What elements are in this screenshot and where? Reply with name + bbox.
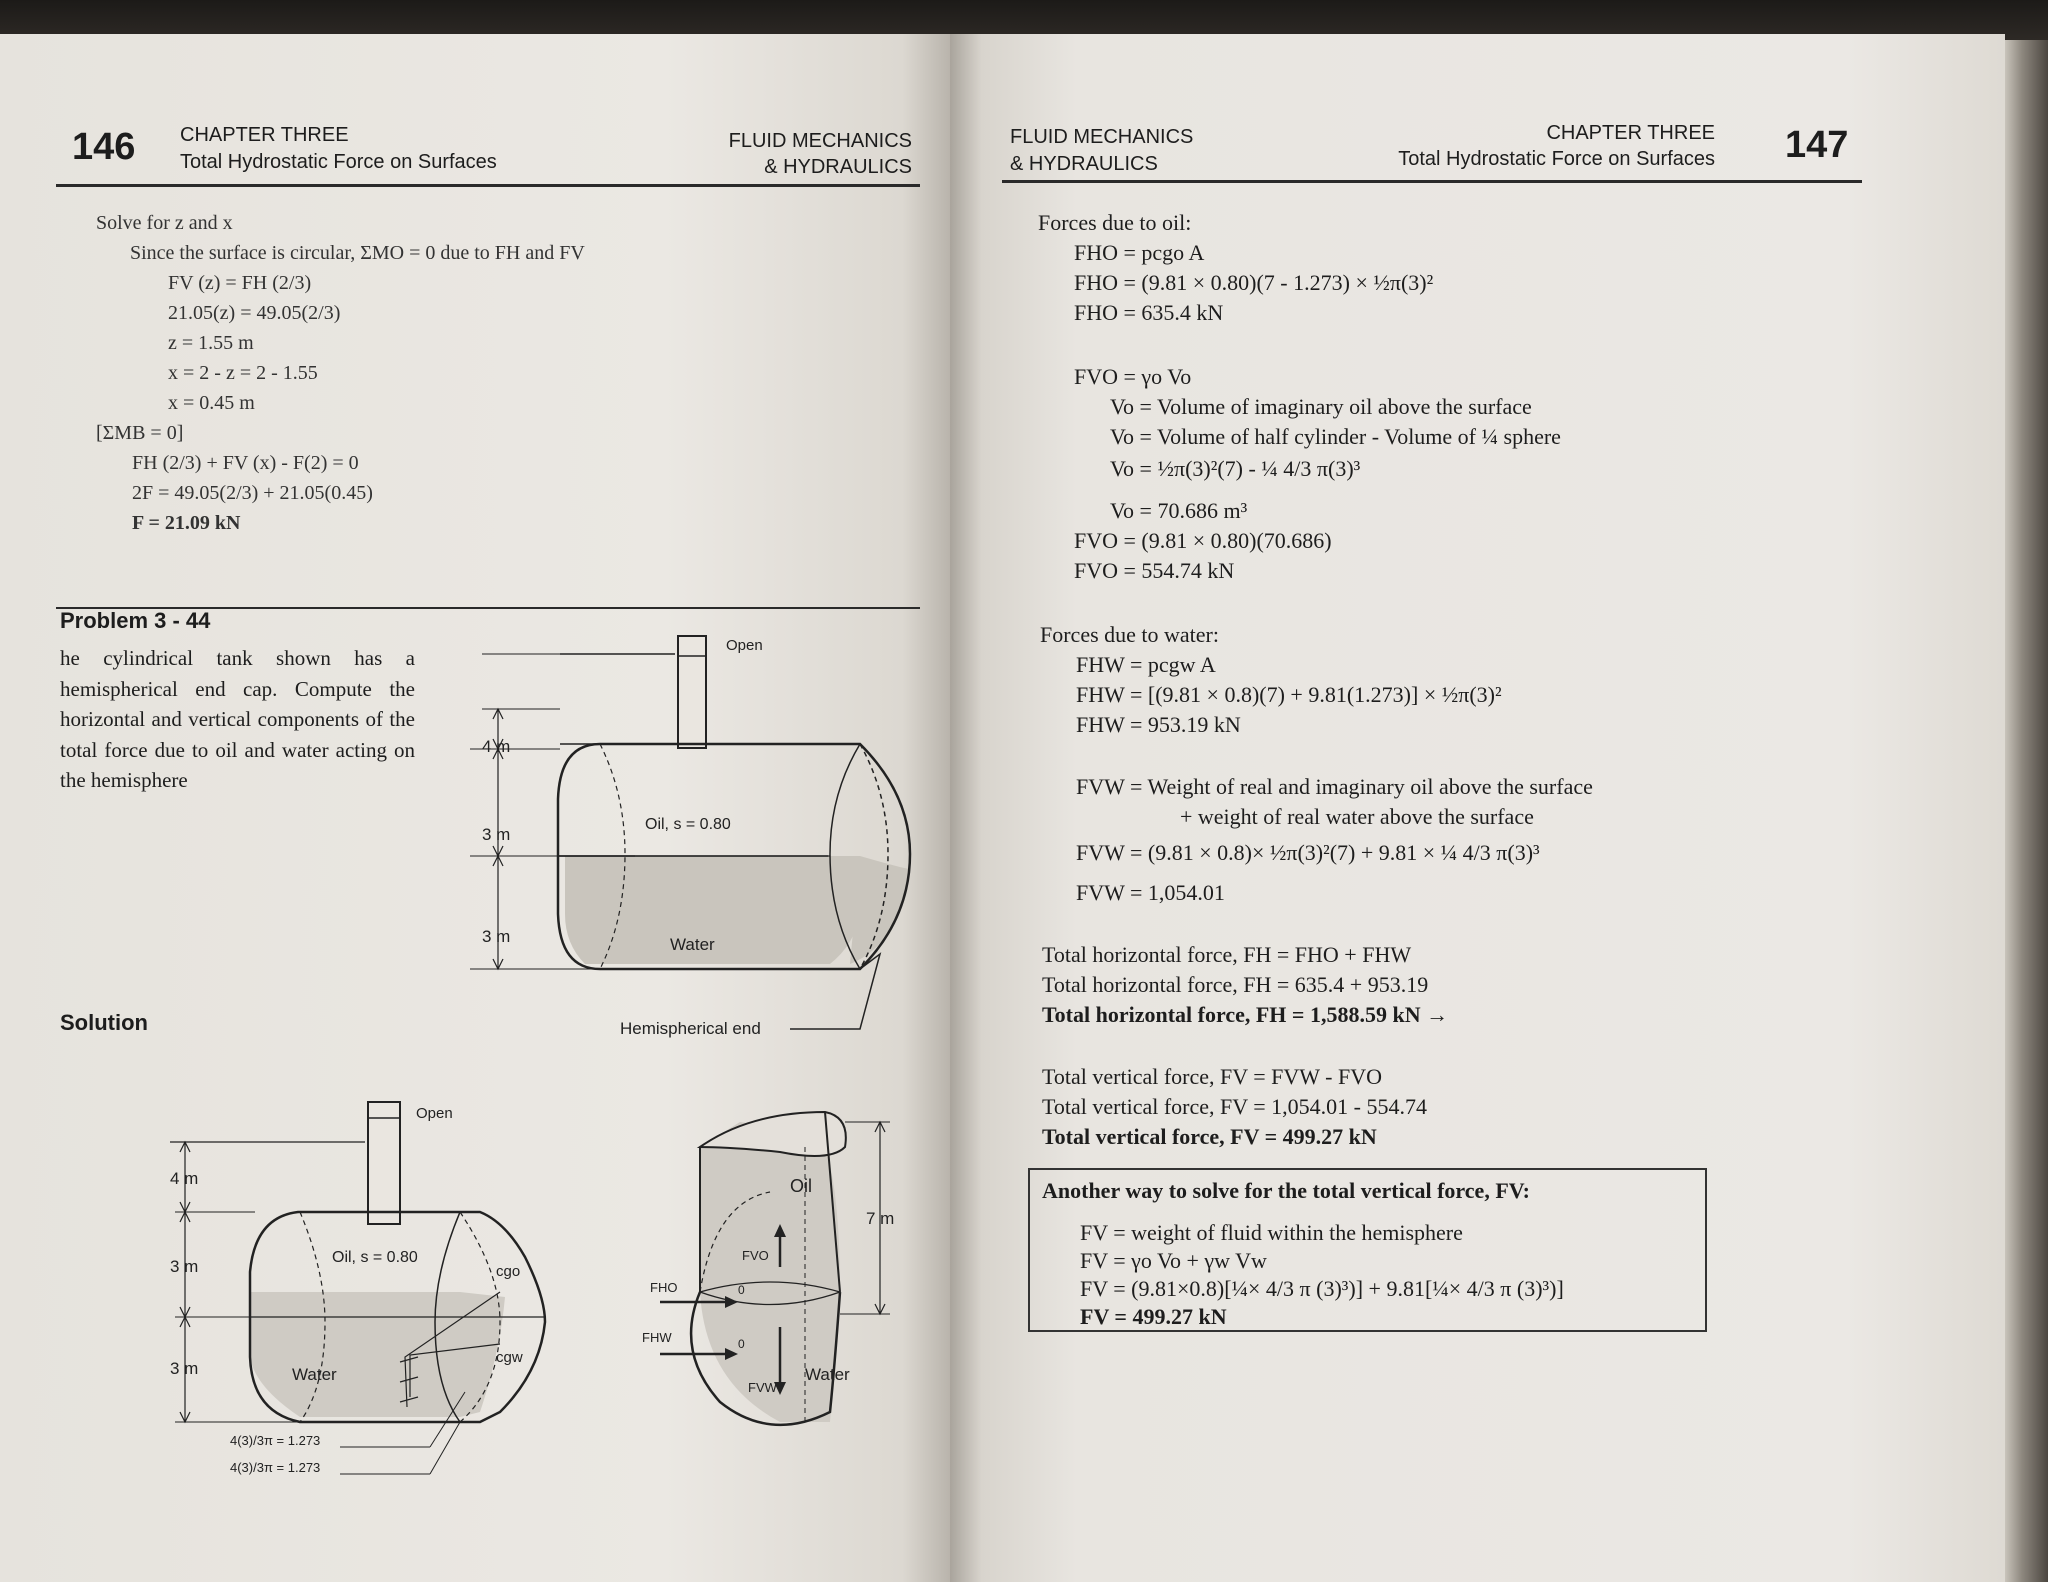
equation: x = 0.45 m [168,392,255,414]
water-fill [565,856,860,964]
equation: FV (z) = FH (2/3) [168,272,312,294]
water-label: Water [805,1365,850,1384]
equation: FVO = 554.74 kN [1074,558,1235,583]
distance-label: 4(3)/3π = 1.273 [230,1460,320,1475]
equation: x = 2 - z = 2 - 1.55 [168,362,318,384]
result: F = 21.09 kN [132,512,241,534]
equation: FHW = [(9.81 × 0.8)(7) + 9.81(1.273)] × … [1076,682,1502,707]
equation: FVO = (9.81 × 0.80)(70.686) [1074,528,1332,553]
cg-oil-label: cgo [496,1263,520,1280]
equation: Vo = 70.686 m³ [1110,498,1248,523]
hemisphere-figure: Oil Water 7 m FHO FHW FVO FVW 0 0 [642,1110,894,1427]
page-number: 146 [72,126,136,168]
chapter-label: CHAPTER THREE [180,124,349,146]
dim-label: 3 m [170,1257,198,1276]
problem-title: Problem 3 - 44 [60,608,211,633]
equation: FV = weight of fluid within the hemisphe… [1080,1220,1463,1245]
equation: z = 1.55 m [168,332,254,354]
water-label: Water [292,1365,337,1384]
equation: FVO = γo Vo [1074,364,1192,389]
equation: FHO = (9.81 × 0.80)(7 - 1.273) × ½π(3)² [1074,270,1434,295]
water-label: Water [670,935,715,954]
alternative-method-box: Another way to solve for the total verti… [1028,1168,1707,1332]
dim-label: 3 m [482,927,510,946]
force-label-fho: FHO [650,1280,677,1295]
header-rule [56,184,920,187]
equation: FVW = Weight of real and imaginary oil a… [1076,774,1593,799]
header-rule [1002,180,1862,183]
total-vertical-result: Total vertical force, FV = 499.27 kN [1042,1124,1377,1149]
equation: FH (2/3) + FV (x) - F(2) = 0 [132,452,359,474]
equation: Vo = ½π(3)²(7) - ¼ 4/3 π(3)³ [1110,456,1361,481]
open-label: Open [416,1105,453,1122]
equation: FV = (9.81×0.8)[¼× 4/3 π (3)³)] + 9.81[¼… [1080,1276,1564,1301]
page-number: 147 [1785,124,1849,166]
equation: [ΣMB = 0] [96,422,184,444]
oil-label: Oil [790,1176,812,1196]
dim-label: 3 m [482,825,510,844]
equation: FHW = pcgw A [1076,652,1216,677]
book-title-line2: & HYDRAULICS [1010,153,1158,175]
tank-section-figure: 4 m 3 m 3 m Open Oil, s = 0.80 Water cgo… [170,1101,547,1475]
equation: 21.05(z) = 49.05(2/3) [168,302,341,324]
dim-label: 3 m [170,1359,198,1378]
problem-statement: he cylindrical tank shown has a hemisphe… [60,646,415,792]
book-title-line1: FLUID MECHANICS [728,130,912,152]
book-title-line2: & HYDRAULICS [764,156,912,178]
chapter-label: CHAPTER THREE [1546,122,1715,144]
equation: FHW = 953.19 kN [1076,712,1241,737]
dim-label: 4 m [482,737,510,756]
open-label: Open [726,637,763,654]
equation: 2F = 49.05(2/3) + 21.05(0.45) [132,482,373,504]
equation: Vo = Volume of half cylinder - Volume of… [1110,424,1561,449]
distance-label: 4(3)/3π = 1.273 [230,1433,320,1448]
tank-figure: 4 m 3 m 3 m Open Oil, s = 0.80 Water Hem… [470,635,912,1038]
total-line: Total horizontal force, FH = 635.4 + 953… [1042,972,1429,997]
oil-label: Oil, s = 0.80 [645,816,731,833]
equation: FVW = 1,054.01 [1076,880,1225,905]
box-result: FV = 499.27 kN [1080,1304,1227,1329]
force-label-fvw: FVW [748,1380,778,1395]
dim-label: 4 m [170,1169,198,1188]
equation: FVW = (9.81 × 0.8)× ½π(3)²(7) + 9.81 × ¼… [1076,840,1540,865]
equation: FHO = 635.4 kN [1074,300,1224,325]
equation: Vo = Volume of imaginary oil above the s… [1110,394,1532,419]
hemispherical-end-label: Hemispherical end [620,1019,761,1038]
point-label: 0 [738,1283,745,1297]
chapter-title: Total Hydrostatic Force on Surfaces [180,151,497,173]
total-line: Total horizontal force, FH = FHO + FHW [1042,942,1412,967]
text-line: Since the surface is circular, ΣMO = 0 d… [130,242,585,264]
text-line: Solve for z and x [96,212,233,234]
total-line: Total vertical force, FV = FVW - FVO [1042,1064,1382,1089]
cg-water-label: cgw [496,1349,523,1366]
book-title-line1: FLUID MECHANICS [1010,126,1194,148]
box-title: Another way to solve for the total verti… [1042,1178,1530,1203]
equation: FV = γo Vo + γw Vw [1080,1248,1267,1273]
book-page-edge [2005,40,2048,1582]
section-heading: Forces due to oil: [1038,210,1192,235]
oil-label: Oil, s = 0.80 [332,1249,418,1266]
height-label: 7 m [866,1209,894,1228]
section-rule [56,607,920,609]
left-page: 146 CHAPTER THREE Total Hydrostatic Forc… [0,34,950,1582]
right-page: FLUID MECHANICS & HYDRAULICS CHAPTER THR… [950,34,2005,1582]
point-label: 0 [738,1337,745,1351]
section-heading: Forces due to water: [1040,622,1219,647]
total-line: Total vertical force, FV = 1,054.01 - 55… [1042,1094,1427,1119]
equation: + weight of real water above the surface [1180,804,1534,829]
chapter-title: Total Hydrostatic Force on Surfaces [1398,148,1715,170]
force-label-fvo: FVO [742,1248,769,1263]
force-label-fhw: FHW [642,1330,672,1345]
total-horizontal-result: Total horizontal force, FH = 1,588.59 kN… [1042,1002,1449,1027]
equation: FHO = pcgo A [1074,240,1205,265]
solution-label: Solution [60,1010,148,1035]
